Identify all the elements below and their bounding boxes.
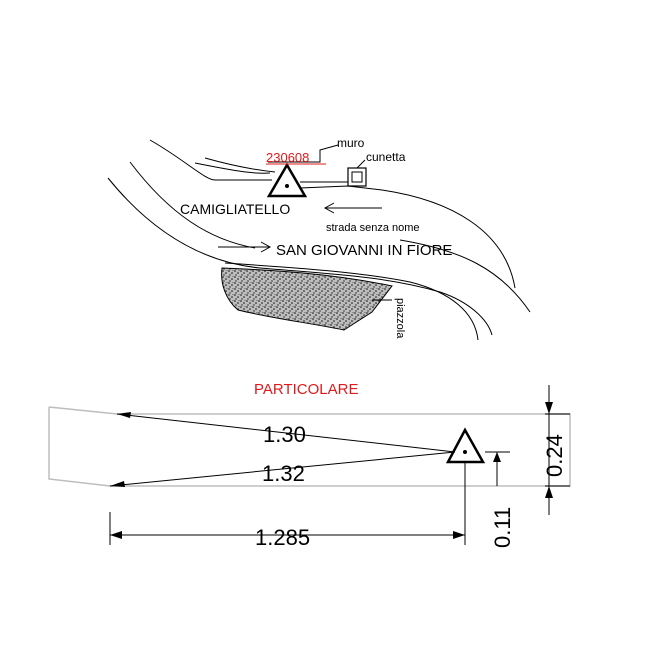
benchmark-id-label: 230608	[266, 150, 309, 165]
location-sketch: 230608 muro cunetta CAMIGLIATELLO strada…	[107, 136, 531, 341]
detail-benchmark-triangle	[445, 427, 486, 464]
direction-north-label: CAMIGLIATELLO	[180, 201, 290, 217]
wall-label: muro	[337, 136, 365, 150]
direction-south-label: SAN GIOVANNI IN FIORE	[276, 242, 452, 259]
detail-section: PARTICOLARE 1.30 1.32 1.285 0.24	[48, 381, 571, 550]
wall-line	[204, 157, 276, 173]
distance-line-upper	[116, 413, 456, 453]
dim-011-arrow	[493, 452, 501, 462]
layby-label: piazzola	[394, 298, 406, 339]
road-edge-5	[399, 239, 531, 313]
dim-024-arrow-top	[545, 402, 553, 414]
dim-1285-arrow-right	[453, 531, 465, 539]
detail-title: PARTICOLARE	[254, 381, 358, 398]
road-curve-1	[149, 139, 272, 181]
arrow-south-head	[260, 241, 272, 253]
road-name-label: strada senza nome	[326, 222, 420, 234]
layby-area	[221, 267, 393, 331]
distance-line-lower	[109, 451, 456, 487]
ditch-symbol-inner	[351, 171, 363, 183]
road-edge-2	[107, 177, 493, 336]
distance-upper-value: 1.30	[263, 422, 306, 447]
dim-1285-arrow-left	[110, 531, 122, 539]
distance-arrow-lower	[110, 481, 125, 487]
dim-total-height-value: 0.24	[542, 434, 567, 477]
section-outline	[48, 406, 571, 487]
road-edge-north	[299, 185, 516, 289]
dim-horizontal-value: 1.285	[255, 525, 310, 550]
road-edge-3	[129, 161, 256, 249]
road-edge-4	[224, 262, 479, 341]
distance-lower-value: 1.32	[262, 461, 305, 486]
benchmark-point	[285, 184, 289, 188]
wall-leader	[268, 144, 339, 163]
detail-benchmark-point	[463, 450, 467, 454]
dim-mark-height-value: 0.11	[490, 507, 515, 548]
dim-024-arrow-bottom	[545, 486, 553, 498]
ditch-leader	[356, 159, 366, 169]
distance-arrow-upper	[117, 412, 131, 418]
benchmark-triangle	[266, 162, 308, 198]
ditch-label: cunetta	[366, 150, 406, 164]
road-curve-2	[194, 162, 271, 174]
arrow-north-head	[323, 202, 335, 214]
